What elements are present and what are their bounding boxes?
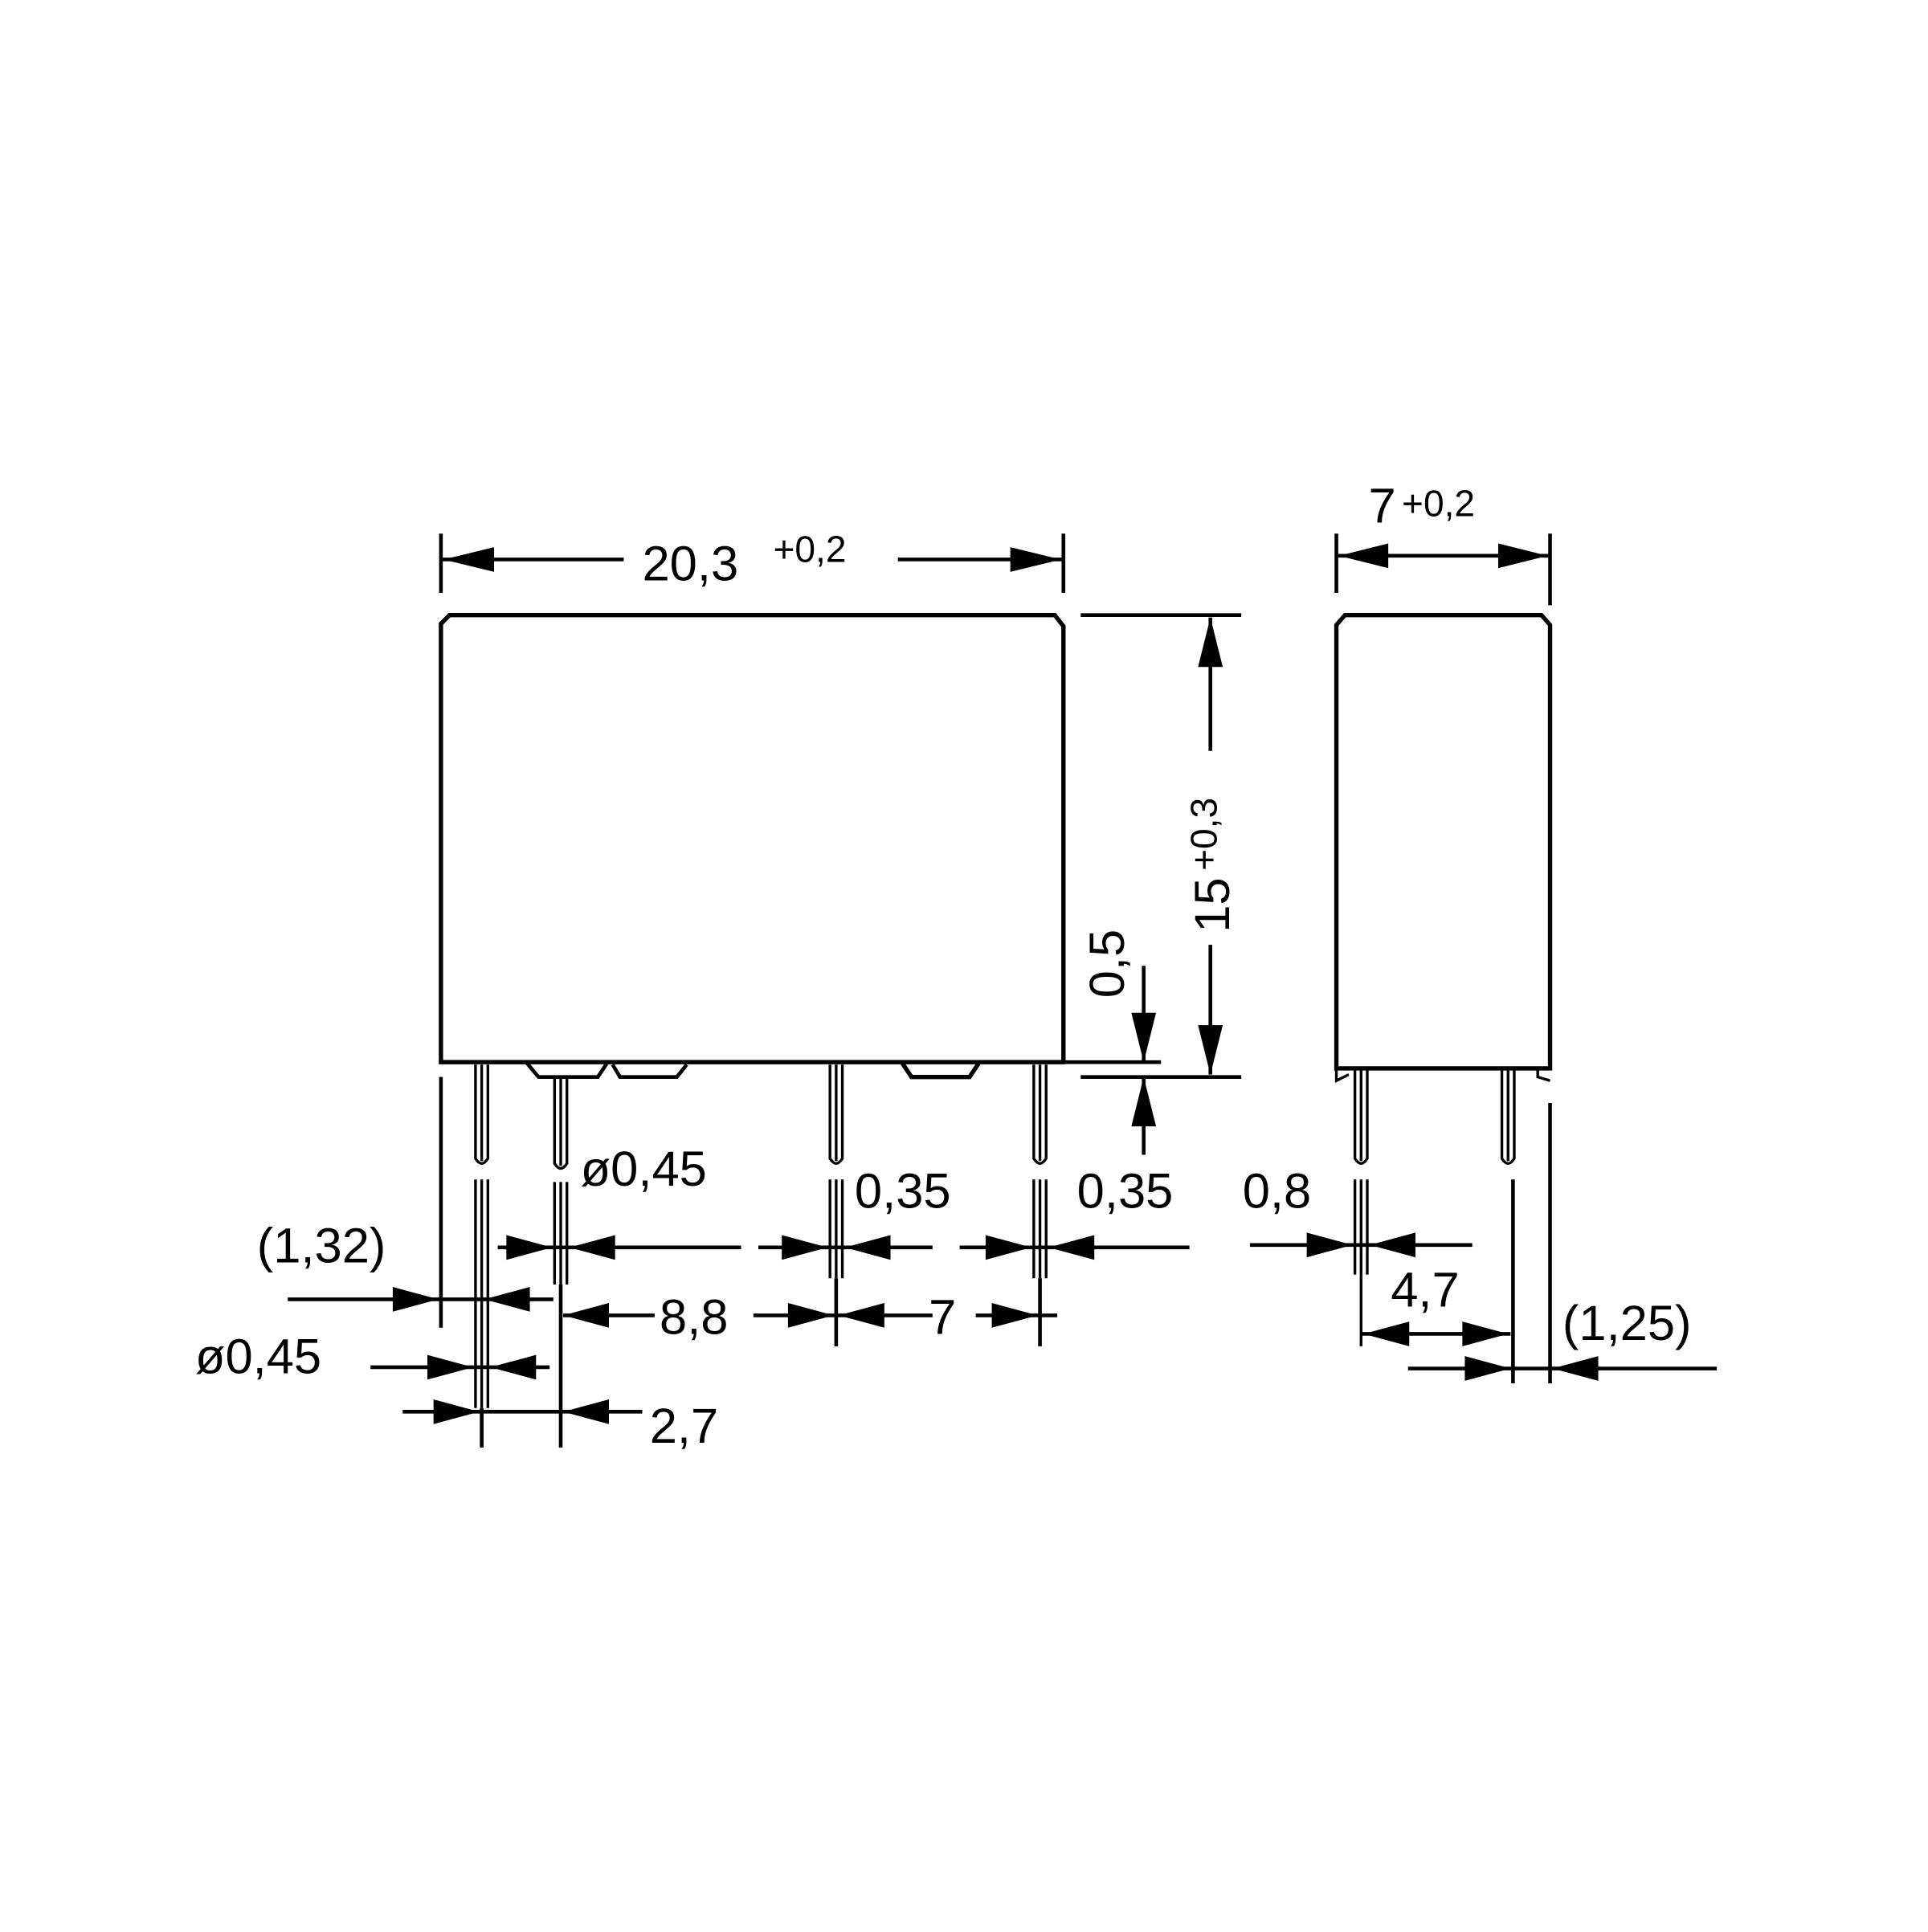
pin-1 (474, 1064, 489, 1408)
dim-width-tolerance: +0,2 (773, 529, 846, 570)
dim-width-value: 20,3 (642, 537, 738, 592)
dim-offset-right: (1,25) (1407, 1296, 1718, 1381)
dim-pin-diameter-left-value: ø0,45 (195, 1330, 321, 1385)
dim-standoff: 0,5 (1080, 929, 1157, 1155)
relay-body-front (439, 612, 1066, 1080)
dim-pin-thickness: 0,8 (1243, 1164, 1473, 1258)
dim-height-value: 15 (1185, 877, 1240, 932)
dim-pin-spacing-value: 4,7 (1391, 1263, 1459, 1318)
pins-side (1353, 1069, 1516, 1383)
pin-2 (553, 1076, 569, 1285)
dim-width-side-tolerance: +0,2 (1402, 483, 1475, 525)
dim-width-side-value: 7 (1369, 478, 1396, 533)
pin-4 (1032, 1064, 1048, 1279)
pins-front (474, 1064, 1048, 1408)
side-view: 7 +0,2 0,8 4,7 (1,25) (1243, 478, 1718, 1383)
relay-body-side (1334, 612, 1553, 1071)
dim-pitch-2-3: 8,8 (660, 1289, 728, 1345)
dim-pitch-3-4: 7 (929, 1289, 956, 1345)
dim-standoff-value: 0,5 (1080, 929, 1135, 998)
dim-pitch-1-2: 2,7 (402, 1399, 718, 1454)
dim-pitch-1-2-value: 2,7 (650, 1399, 718, 1454)
dim-pin-widths: ø0,45 0,35 0,35 (497, 1142, 1190, 1260)
dim-offset-right-value: (1,25) (1562, 1296, 1692, 1351)
dim-pin-diameter-left: ø0,45 (195, 1330, 550, 1385)
dim-offset-left: (1,32) (257, 1218, 553, 1312)
dim-pin-thickness-value: 0,8 (1243, 1164, 1311, 1219)
dim-height-tolerance: +0,3 (1183, 798, 1224, 871)
dim-pin3-width: 0,35 (855, 1164, 951, 1219)
front-view: 20,3 +0,2 15 +0,3 0,5 ø0 (195, 529, 1242, 1454)
dim-height-front: 15 +0,3 (1064, 613, 1242, 1079)
pin-3 (828, 1064, 844, 1279)
dim-pin-spacing: 4,7 (1361, 1263, 1511, 1346)
dim-pin-diameter-top: ø0,45 (581, 1142, 707, 1197)
dim-offset-left-value: (1,32) (257, 1218, 386, 1273)
dim-pitch-row: 8,8 7 (563, 1289, 1058, 1345)
dim-pin4-width: 0,35 (1077, 1164, 1174, 1219)
dim-width-front: 20,3 +0,2 (440, 529, 1064, 592)
dim-width-side: 7 +0,2 (1336, 478, 1550, 569)
